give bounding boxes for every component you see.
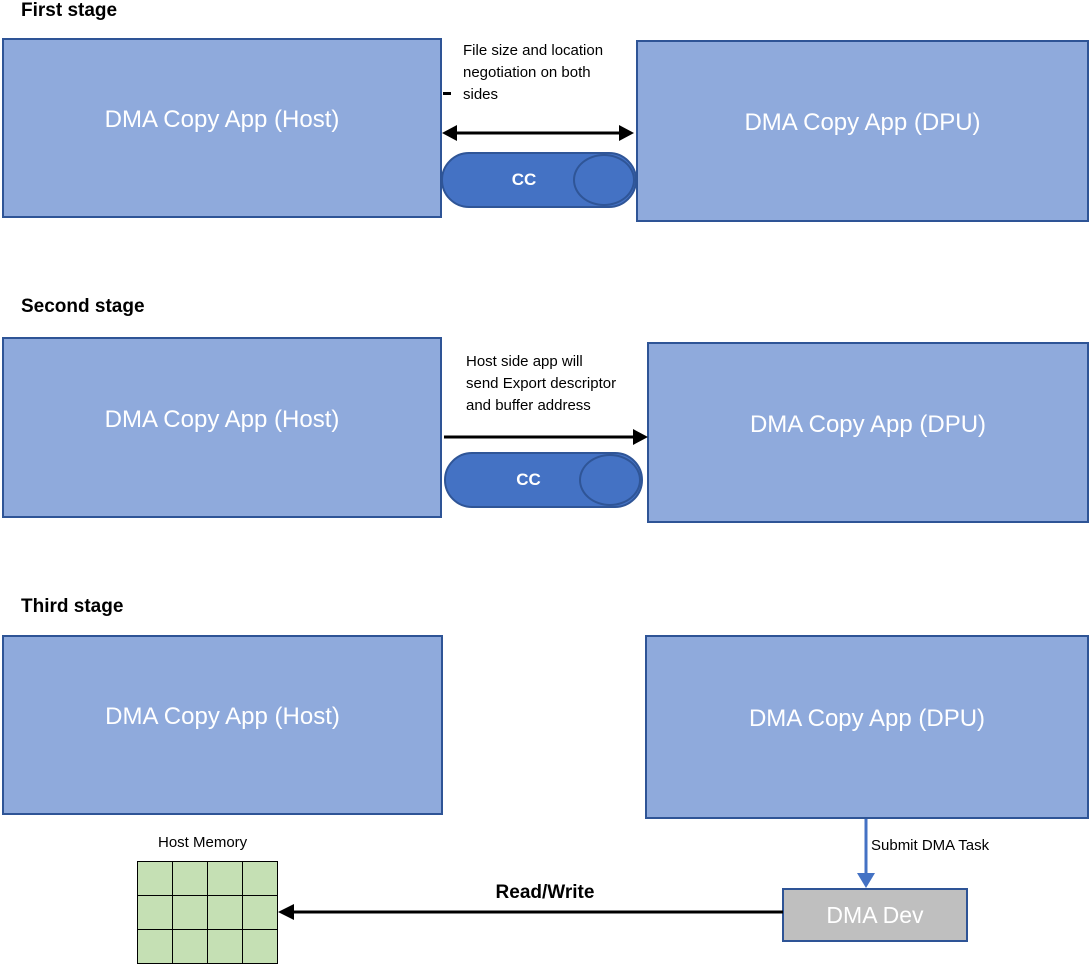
stage2-host-label: DMA Copy App (Host) xyxy=(104,405,340,433)
memory-cell xyxy=(208,896,243,930)
negotiation-double-arrow-icon xyxy=(442,125,634,141)
memory-cell xyxy=(173,896,208,930)
stage1-dpu-label: DMA Copy App (DPU) xyxy=(744,109,981,136)
read-write-arrow-icon xyxy=(278,904,783,920)
memory-cell xyxy=(173,862,208,896)
memory-cell xyxy=(208,930,243,964)
stage2-cc-circle-overlay xyxy=(579,454,641,506)
memory-cell xyxy=(138,896,173,930)
stage-third-title: Third stage xyxy=(21,596,124,617)
memory-cell xyxy=(243,862,278,896)
stage2-host-box: DMA Copy App (Host) xyxy=(2,337,442,518)
stage3-host-box: DMA Copy App (Host) xyxy=(2,635,443,815)
stage1-host-label: DMA Copy App (Host) xyxy=(104,106,340,133)
read-write-label: Read/Write xyxy=(495,882,595,903)
submit-dma-task-label: Submit DMA Task xyxy=(871,837,990,854)
connector-tick xyxy=(443,92,451,95)
stage2-annotation: Host side app will send Export descripto… xyxy=(466,353,617,414)
stage1-host-box: DMA Copy App (Host) xyxy=(2,38,442,218)
stage1-dpu-box: DMA Copy App (DPU) xyxy=(636,40,1089,222)
stage2-dpu-box: DMA Copy App (DPU) xyxy=(647,342,1089,523)
memory-cell xyxy=(243,930,278,964)
stage-first-title: First stage xyxy=(21,0,118,21)
stage3-host-label: DMA Copy App (Host) xyxy=(105,703,340,730)
dma-dev-label: DMA Dev xyxy=(826,901,924,928)
stage1-cc-circle-overlay xyxy=(573,154,635,206)
host-memory-label: Host Memory xyxy=(158,834,248,851)
stage3-dpu-box: DMA Copy App (DPU) xyxy=(645,635,1089,819)
memory-cell xyxy=(173,930,208,964)
stage2-cc-label: CC xyxy=(516,470,541,489)
export-descriptor-arrow-icon xyxy=(444,429,648,445)
stage-second-title: Second stage xyxy=(21,296,145,317)
submit-dma-arrow-icon xyxy=(857,819,875,888)
stage2-dpu-label: DMA Copy App (DPU) xyxy=(749,410,987,438)
memory-cell xyxy=(138,930,173,964)
memory-cell xyxy=(138,862,173,896)
memory-cell xyxy=(208,862,243,896)
stage1-cc-label: CC xyxy=(511,170,537,189)
stage3-dpu-label: DMA Copy App (DPU) xyxy=(748,705,986,732)
stage2-cc-pill: CC xyxy=(444,452,643,508)
dma-dev-box: DMA Dev xyxy=(782,888,968,942)
stage1-annotation: File size and location negotiation on bo… xyxy=(463,42,604,103)
stage1-cc-pill: CC xyxy=(441,152,637,208)
host-memory-grid xyxy=(137,861,278,964)
memory-cell xyxy=(243,896,278,930)
